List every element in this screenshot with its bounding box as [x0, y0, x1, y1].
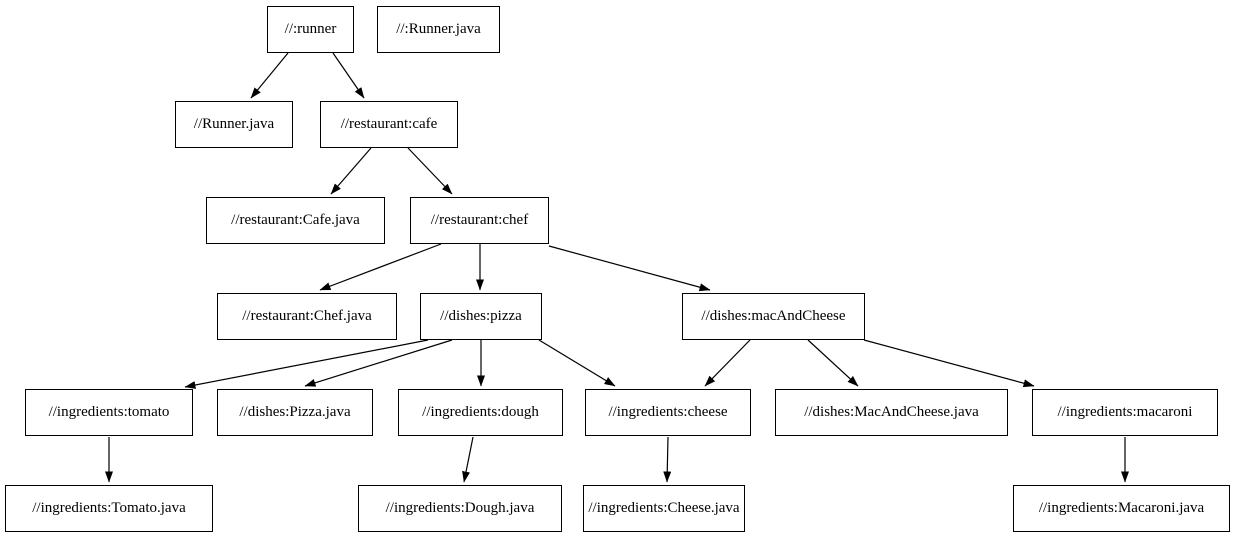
node-dough: //ingredients:dough	[398, 389, 563, 436]
node-macaroni: //ingredients:macaroni	[1032, 389, 1218, 436]
node-mac-and-cheese-java: //dishes:MacAndCheese.java	[775, 389, 1008, 436]
edge-chef-to-mac-and-cheese	[548, 245, 711, 292]
node-runner: //:runner	[267, 6, 354, 53]
edge-mac-and-cheese-to-mac-and-cheese-java	[807, 339, 859, 387]
edge-runner-to-cafe	[332, 52, 365, 99]
node-mac-and-cheese: //dishes:macAndCheese	[682, 293, 865, 340]
edge-dough-to-dough-java	[462, 436, 474, 483]
node-tomato-java: //ingredients:Tomato.java	[5, 485, 213, 532]
node-tomato: //ingredients:tomato	[25, 389, 193, 436]
edge-cheese-to-cheese-java	[663, 436, 672, 483]
edge-cafe-to-chef	[407, 147, 453, 195]
node-cafe: //restaurant:cafe	[320, 101, 458, 148]
edge-pizza-to-tomato	[184, 339, 429, 389]
node-runner-java: //Runner.java	[175, 101, 293, 148]
edge-runner-to-runner-java	[250, 52, 289, 99]
edge-chef-to-chef-java	[319, 243, 442, 291]
edge-pizza-to-pizza-java	[304, 339, 453, 387]
node-dough-java: //ingredients:Dough.java	[358, 485, 562, 532]
edge-mac-and-cheese-to-cheese	[704, 339, 751, 387]
edge-pizza-to-cheese	[538, 339, 616, 387]
node-cheese-java: //ingredients:Cheese.java	[583, 485, 745, 532]
node-chef-java: //restaurant:Chef.java	[217, 293, 397, 340]
node-runner-java-target: //:Runner.java	[377, 6, 500, 53]
edge-mac-and-cheese-to-macaroni	[863, 339, 1035, 388]
node-chef: //restaurant:chef	[410, 197, 549, 244]
edge-cafe-to-cafe-java	[330, 147, 372, 195]
node-cafe-java: //restaurant:Cafe.java	[206, 197, 385, 244]
node-pizza-java: //dishes:Pizza.java	[217, 389, 373, 436]
node-pizza: //dishes:pizza	[420, 293, 542, 340]
node-macaroni-java: //ingredients:Macaroni.java	[1013, 485, 1230, 532]
node-cheese: //ingredients:cheese	[585, 389, 751, 436]
